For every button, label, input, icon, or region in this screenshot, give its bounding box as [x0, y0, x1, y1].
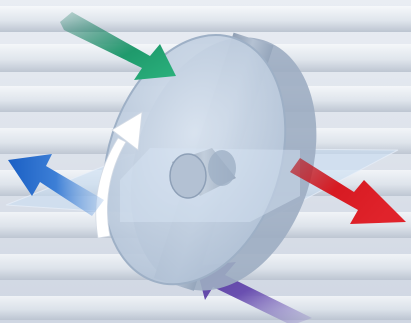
arrow-left-icon: [8, 154, 104, 216]
wheel-hub: [169, 148, 236, 199]
curved-up-arrow-icon: [95, 111, 143, 239]
arrow-right-icon: [290, 158, 406, 224]
arrow-down-right-icon: [60, 12, 176, 80]
